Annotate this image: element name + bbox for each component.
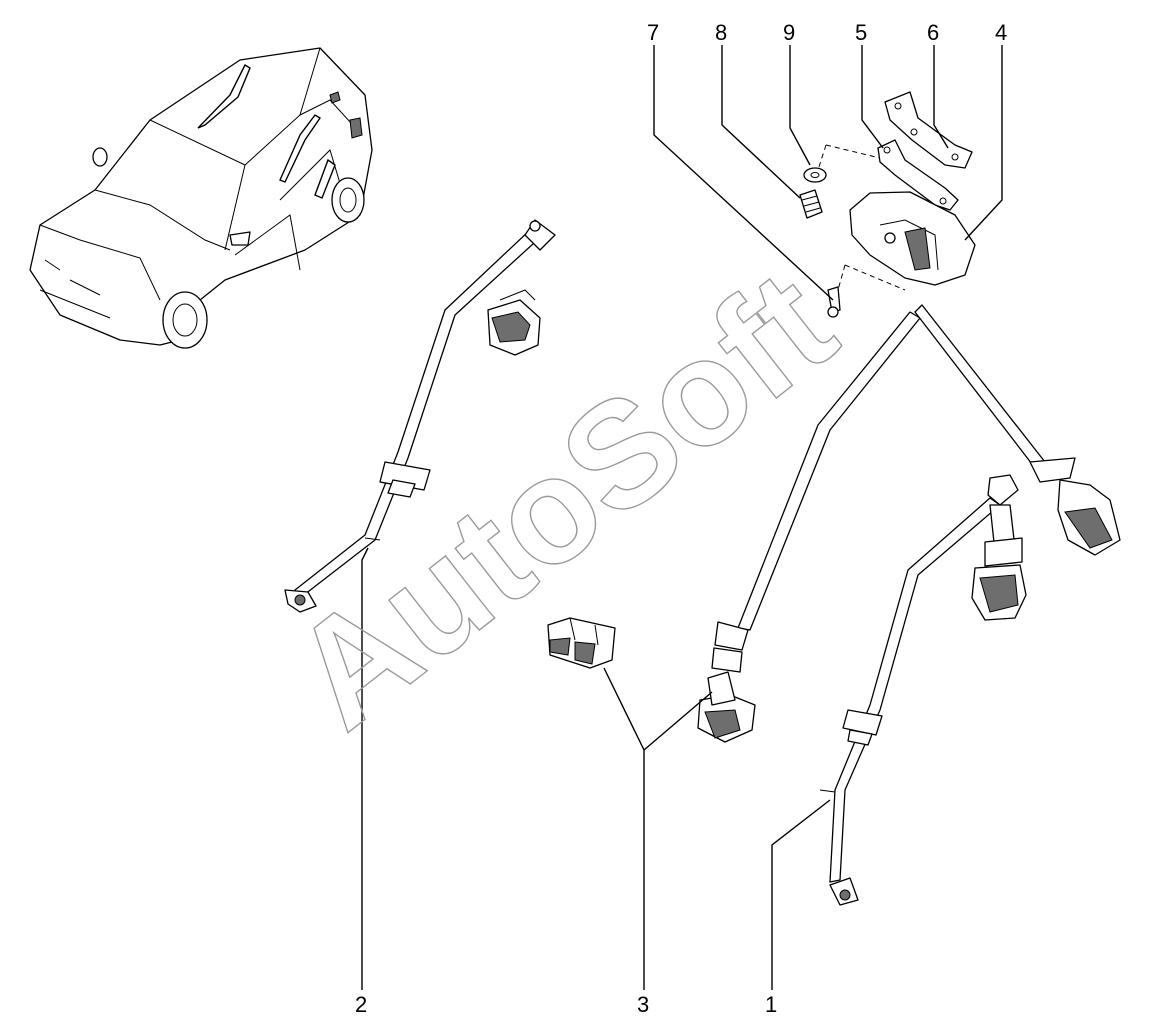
callout-9: 9 — [783, 20, 795, 45]
leader-lines — [361, 45, 1003, 990]
callout-2: 2 — [355, 992, 367, 1017]
watermark-text: AutoSoft — [261, 238, 863, 760]
callout-5: 5 — [855, 20, 867, 45]
callout-7: 7 — [647, 20, 659, 45]
callout-1: 1 — [765, 992, 777, 1017]
callout-8: 8 — [715, 20, 727, 45]
callout-labels: 1 2 3 4 5 6 7 8 9 — [355, 20, 1007, 1017]
front-belt — [819, 474, 1027, 906]
rear-right-belt — [711, 304, 1121, 673]
callout-4: 4 — [995, 20, 1007, 45]
upper-anchor-hardware — [799, 91, 976, 318]
car-overview — [29, 47, 373, 349]
buckle-assembly — [547, 617, 756, 743]
callout-6: 6 — [927, 20, 939, 45]
rear-left-belt — [284, 219, 556, 613]
callout-3: 3 — [637, 992, 649, 1017]
